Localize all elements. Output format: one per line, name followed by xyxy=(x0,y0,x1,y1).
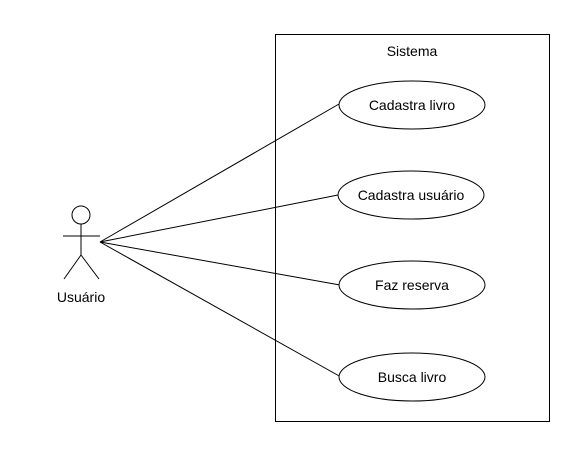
association-cadastra-usuario[interactable] xyxy=(99,194,339,243)
actor-label: Usuário xyxy=(57,289,105,305)
use-case-ellipse[interactable] xyxy=(338,352,486,402)
use-case-faz-reserva[interactable]: Faz reserva xyxy=(338,260,486,310)
use-case-label: Cadastra livro xyxy=(369,97,456,113)
use-case-label: Cadastra usuário xyxy=(358,187,465,203)
associations xyxy=(99,103,342,378)
actor-right-leg[interactable] xyxy=(80,254,100,280)
actor-head[interactable] xyxy=(71,205,91,225)
use-case-label: Faz reserva xyxy=(375,277,449,293)
system-boundary-box[interactable] xyxy=(275,34,550,422)
use-case-ellipse[interactable] xyxy=(338,260,486,310)
use-case-cadastra-usuario[interactable]: Cadastra usuário xyxy=(337,170,485,220)
actor-left-leg[interactable] xyxy=(63,254,82,280)
association-faz-reserva[interactable] xyxy=(99,241,341,286)
use-case-ellipse[interactable] xyxy=(337,170,485,220)
use-case-ellipse[interactable] xyxy=(338,80,486,130)
association-busca-livro[interactable] xyxy=(99,241,342,378)
system-boundary[interactable]: Sistema xyxy=(275,34,550,422)
use-case-label: Busca livro xyxy=(378,369,447,385)
use-case-busca-livro[interactable]: Busca livro xyxy=(338,352,486,402)
association-cadastra-livro[interactable] xyxy=(99,103,340,243)
use-case-cadastra-livro[interactable]: Cadastra livro xyxy=(338,80,486,130)
actor-usuario[interactable] xyxy=(63,205,100,280)
system-label: Sistema xyxy=(387,43,438,59)
